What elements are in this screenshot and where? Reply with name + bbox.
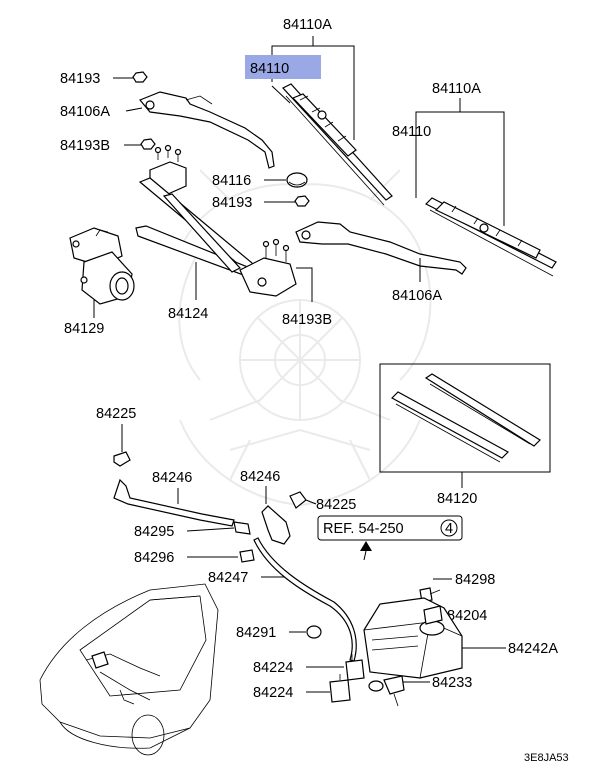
label-84193B-a[interactable]: 84193B <box>60 138 110 154</box>
label-84193-a[interactable]: 84193 <box>60 71 100 87</box>
label-84110A-right[interactable]: 84110A <box>432 81 481 97</box>
clip-84296 <box>239 549 255 563</box>
label-84110A-top[interactable]: 84110A <box>283 17 332 33</box>
motor-84129 <box>69 227 135 305</box>
label-84193-b[interactable]: 84193 <box>212 195 252 211</box>
label-84246-a[interactable]: 84246 <box>152 470 192 486</box>
label-84224-a[interactable]: 84224 <box>253 660 293 676</box>
label-84106A-right[interactable]: 84106A <box>392 288 442 304</box>
label-84193B-b[interactable]: 84193B <box>282 312 332 328</box>
label-84296[interactable]: 84296 <box>134 550 174 566</box>
nozzle-84225-a <box>113 451 131 467</box>
pump-84224-b <box>329 674 351 703</box>
ref-label[interactable]: REF. 54-250 <box>323 521 404 537</box>
refill-box-84120 <box>379 363 551 473</box>
label-84116[interactable]: 84116 <box>212 173 251 189</box>
label-84110-right[interactable]: 84110 <box>392 124 431 140</box>
joint-84295 <box>233 521 251 535</box>
wiper-blade-right <box>424 197 557 277</box>
label-84124[interactable]: 84124 <box>168 306 208 322</box>
bracket-84110A-right <box>415 98 505 226</box>
wiper-arm-84106A-right <box>295 221 467 275</box>
pump-84224-a <box>345 654 365 681</box>
car-location-sketch <box>39 583 219 756</box>
cap-84116 <box>286 172 308 188</box>
ref-arrow <box>360 541 372 561</box>
washer-tank-84242A <box>363 597 463 679</box>
grommet-84233 <box>368 680 384 692</box>
label-84295[interactable]: 84295 <box>134 524 174 540</box>
wiper-linkage <box>135 144 297 297</box>
tank-mount <box>383 675 405 707</box>
wiper-arm-84106A-left <box>139 91 275 169</box>
ref-number[interactable]: 4 <box>445 521 453 537</box>
label-84120[interactable]: 84120 <box>437 491 477 507</box>
diagram-code: 3E8JA53 <box>524 752 569 764</box>
label-84204[interactable]: 84204 <box>447 608 487 624</box>
label-84129[interactable]: 84129 <box>64 321 104 337</box>
label-84225-a[interactable]: 84225 <box>96 406 136 422</box>
label-84233[interactable]: 84233 <box>432 675 472 691</box>
nut-84193B-a <box>140 138 156 150</box>
label-84106A-left[interactable]: 84106A <box>60 104 110 120</box>
label-84225-b[interactable]: 84225 <box>316 497 356 513</box>
label-84224-b[interactable]: 84224 <box>253 685 293 701</box>
nut-84193-b <box>294 195 310 207</box>
grommet-84291 <box>306 625 322 639</box>
nut-84193-a <box>132 71 148 83</box>
label-84247[interactable]: 84247 <box>208 570 248 586</box>
hose-84246 <box>113 478 291 545</box>
watermark-emblem <box>178 169 432 507</box>
hose-84247 <box>253 537 357 662</box>
label-84291[interactable]: 84291 <box>236 625 276 641</box>
wiper-blade-top <box>282 83 393 206</box>
highlight-84110 <box>245 55 321 79</box>
label-84110-top[interactable]: 84110 <box>250 61 289 77</box>
label-84298[interactable]: 84298 <box>455 572 495 588</box>
ref-box <box>317 515 463 541</box>
label-84242A[interactable]: 84242A <box>508 641 558 657</box>
label-84246-b[interactable]: 84246 <box>240 469 280 485</box>
